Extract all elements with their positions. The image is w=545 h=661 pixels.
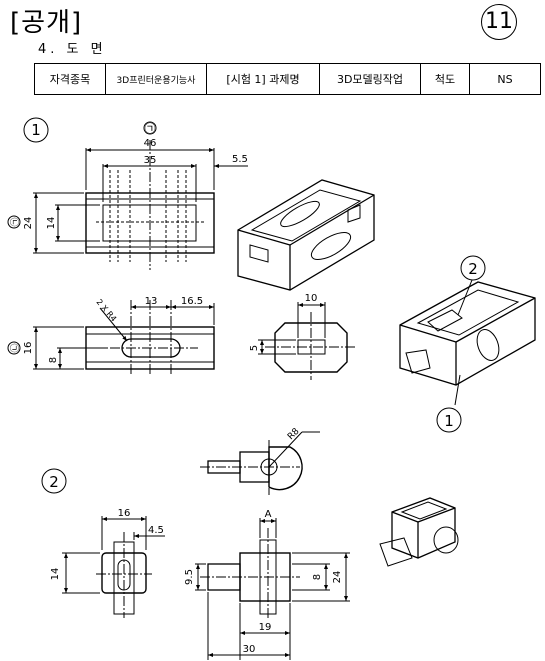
dim-top-height: 16 <box>23 342 34 355</box>
dim-front-left-height: 9.5 <box>184 569 195 585</box>
dim-side-height: 5 <box>249 345 260 351</box>
dim-front-width-1: 19 <box>259 622 272 633</box>
dim-height: 24 <box>23 217 34 230</box>
top-side-marker: ㉡ <box>10 343 21 352</box>
dim-slot-span: 16.5 <box>181 296 203 307</box>
dim-left-height: 14 <box>50 568 61 581</box>
front-side-marker: ㉠ <box>10 217 21 226</box>
front-view-marker: ㉠ <box>145 122 156 135</box>
dim-offset: 5.5 <box>232 154 248 165</box>
part-marker-circle <box>41 468 67 494</box>
dim-a: A <box>265 509 272 520</box>
part2-left-view <box>62 516 165 618</box>
info-table: 자격종목 3D프린터운용기능사 [시험 1] 과제명 3D모델링작업 척도 NS <box>34 63 541 95</box>
dim-side-width: 10 <box>305 293 318 304</box>
dim-left-offset: 4.5 <box>148 525 164 536</box>
part2-marker: 2 <box>49 473 59 491</box>
dim-slot-pos: 13 <box>145 296 158 307</box>
page-number: 11 <box>481 4 517 40</box>
part1-isometric-open-view <box>237 179 375 291</box>
table-cell-label-scale: 척도 <box>420 63 470 95</box>
part1-front-view <box>7 140 248 270</box>
iso-label-2: 2 <box>468 260 478 278</box>
view-marker-circle <box>143 121 157 135</box>
part-marker-circle <box>23 117 49 143</box>
table-row: 자격종목 3D프린터운용기능사 [시험 1] 과제명 3D모델링작업 척도 NS <box>34 63 541 95</box>
table-cell-label-subject: 자격종목 <box>34 63 106 95</box>
table-cell-task: 3D모델링작업 <box>319 63 421 95</box>
dim-front-right-height-1: 8 <box>312 574 323 580</box>
dim-slot-radius: 2 X R4 <box>94 298 118 324</box>
table-cell-scale: NS <box>469 63 541 95</box>
dim-front-right-height-2: 24 <box>332 571 343 584</box>
document-title: [공개] <box>10 8 83 38</box>
table-cell-subject: 3D프린터운용기능사 <box>105 63 207 95</box>
dim-front-width-2: 30 <box>243 644 256 655</box>
part1-side-view <box>258 302 355 380</box>
part1-marker: 1 <box>31 121 41 139</box>
table-cell-label-task: [시험 1] 과제명 <box>206 63 320 95</box>
dim-inner-width: 35 <box>144 155 157 166</box>
section-heading: 4. 도 면 <box>38 42 107 57</box>
dim-slot-height: 8 <box>48 357 59 363</box>
dim-inner-height: 14 <box>46 217 57 230</box>
dim-overall-width: 46 <box>144 138 157 149</box>
dim-left-width: 16 <box>118 508 131 519</box>
part2-isometric-view <box>379 497 459 567</box>
part1-top-view <box>7 300 215 375</box>
part1-isometric-assembly <box>399 255 536 433</box>
part2-front-view <box>195 518 350 660</box>
part2-detail-view <box>200 431 320 495</box>
dim-radius: R8 <box>286 426 302 442</box>
iso-label-1: 1 <box>444 412 454 430</box>
